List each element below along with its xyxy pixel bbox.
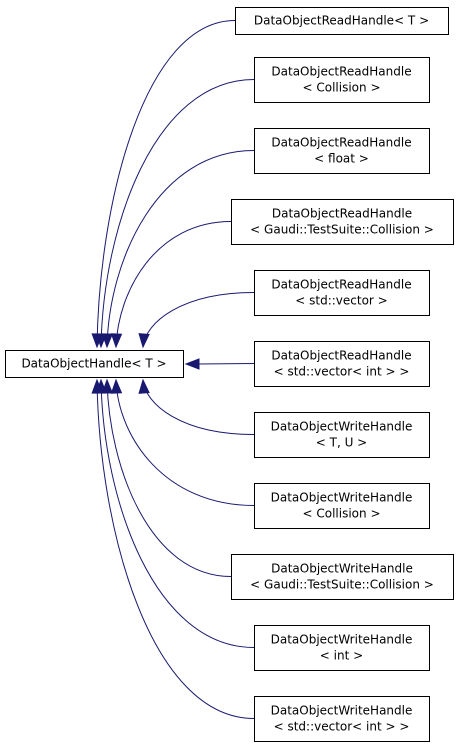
node-dataobjectreadhandle-t[interactable]: DataObjectReadHandle< T > bbox=[235, 7, 449, 35]
inheritance-arrowhead bbox=[138, 378, 150, 394]
node-label-line: < Collision > bbox=[303, 507, 381, 521]
node-label-line: DataObjectWriteHandle bbox=[271, 562, 413, 576]
inheritance-edge bbox=[106, 150, 255, 348]
node-box bbox=[235, 7, 449, 35]
node-box bbox=[254, 696, 430, 742]
node-dataobjectwritehandle-collision[interactable]: DataObjectWriteHandle < Collision > bbox=[254, 483, 430, 529]
node-box bbox=[254, 412, 430, 458]
node-label-line: < Collision > bbox=[303, 81, 381, 95]
inheritance-edge bbox=[197, 363, 255, 365]
node-base-dataobjecthandle[interactable]: DataObjectHandle< T > bbox=[5, 350, 184, 378]
inheritance-edge bbox=[115, 221, 232, 348]
inheritance-arrowhead bbox=[101, 333, 114, 349]
node-label-line: DataObjectHandle< T > bbox=[21, 357, 166, 371]
node-label-line: < float > bbox=[314, 152, 369, 166]
node-label-line: < Gaudi::TestSuite::Collision > bbox=[250, 223, 434, 237]
inheritance-edge bbox=[142, 292, 255, 348]
class-nodes: DataObjectHandle< T > DataObjectReadHandl… bbox=[5, 7, 454, 742]
node-dataobjectreadhandle-collision[interactable]: DataObjectReadHandle < Collision > bbox=[254, 57, 430, 103]
node-box bbox=[231, 199, 454, 245]
node-label-line: < T, U > bbox=[316, 436, 367, 450]
node-label-line: DataObjectReadHandle bbox=[271, 278, 411, 292]
inheritance-edge bbox=[96, 20, 236, 348]
node-box bbox=[254, 128, 430, 174]
node-label-line: DataObjectWriteHandle bbox=[271, 704, 413, 718]
node-label-line: DataObjectReadHandle bbox=[271, 349, 411, 363]
node-box bbox=[5, 350, 184, 378]
inheritance-edges bbox=[91, 20, 255, 719]
inheritance-arrowhead bbox=[184, 358, 200, 370]
inheritance-edge bbox=[100, 79, 255, 348]
inheritance-edge bbox=[96, 379, 255, 719]
node-label-line: DataObjectWriteHandle bbox=[271, 420, 413, 434]
node-label-line: DataObjectReadHandle bbox=[272, 207, 412, 221]
inheritance-edge bbox=[100, 379, 255, 648]
node-box bbox=[254, 483, 430, 529]
inheritance-arrowhead bbox=[110, 333, 123, 349]
node-label-line: < std::vector< int > > bbox=[274, 365, 410, 379]
node-dataobjectreadhandle-float[interactable]: DataObjectReadHandle < float > bbox=[254, 128, 430, 174]
node-label-line: DataObjectReadHandle bbox=[271, 65, 411, 79]
node-label-line: DataObjectWriteHandle bbox=[271, 491, 413, 505]
inheritance-arrowhead bbox=[138, 333, 150, 349]
inheritance-arrowhead bbox=[91, 378, 103, 394]
node-box bbox=[254, 625, 430, 671]
node-label-line: < std::vector< int > > bbox=[274, 720, 410, 734]
node-dataobjectwritehandle-gaudi-testsuite-collision[interactable]: DataObjectWriteHandle< Gaudi::TestSuite:… bbox=[231, 554, 454, 600]
node-dataobjectwritehandle-std-vector-int[interactable]: DataObjectWriteHandle< std::vector< int … bbox=[254, 696, 430, 742]
node-dataobjectwritehandle-int[interactable]: DataObjectWriteHandle < int > bbox=[254, 625, 430, 671]
node-label-line: < Gaudi::TestSuite::Collision > bbox=[250, 578, 434, 592]
inheritance-edge bbox=[142, 379, 255, 435]
inheritance-edge bbox=[115, 379, 255, 506]
node-label-line: DataObjectReadHandle bbox=[271, 136, 411, 150]
node-box bbox=[254, 341, 430, 387]
node-dataobjectwritehandle-t-u[interactable]: DataObjectWriteHandle < T, U > bbox=[254, 412, 430, 458]
inheritance-arrowhead bbox=[110, 378, 123, 394]
inheritance-edge bbox=[106, 379, 232, 577]
node-box bbox=[254, 57, 430, 103]
node-label-line: DataObjectReadHandle< T > bbox=[254, 14, 429, 28]
node-dataobjectreadhandle-std-vector-int[interactable]: DataObjectReadHandle< std::vector< int >… bbox=[254, 341, 430, 387]
node-label-line: < int > bbox=[320, 649, 363, 663]
node-box bbox=[231, 554, 454, 600]
node-dataobjectreadhandle-std-vector[interactable]: DataObjectReadHandle< std::vector > bbox=[254, 270, 430, 316]
node-box bbox=[254, 270, 430, 316]
node-label-line: < std::vector > bbox=[295, 294, 387, 308]
node-label-line: DataObjectWriteHandle bbox=[271, 633, 413, 647]
node-dataobjectreadhandle-gaudi-testsuite-collision[interactable]: DataObjectReadHandle< Gaudi::TestSuite::… bbox=[231, 199, 454, 245]
